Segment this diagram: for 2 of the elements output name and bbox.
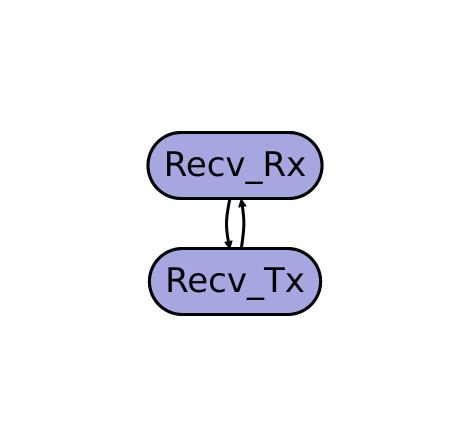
arrow xyxy=(238,198,248,250)
arrow xyxy=(224,198,234,250)
